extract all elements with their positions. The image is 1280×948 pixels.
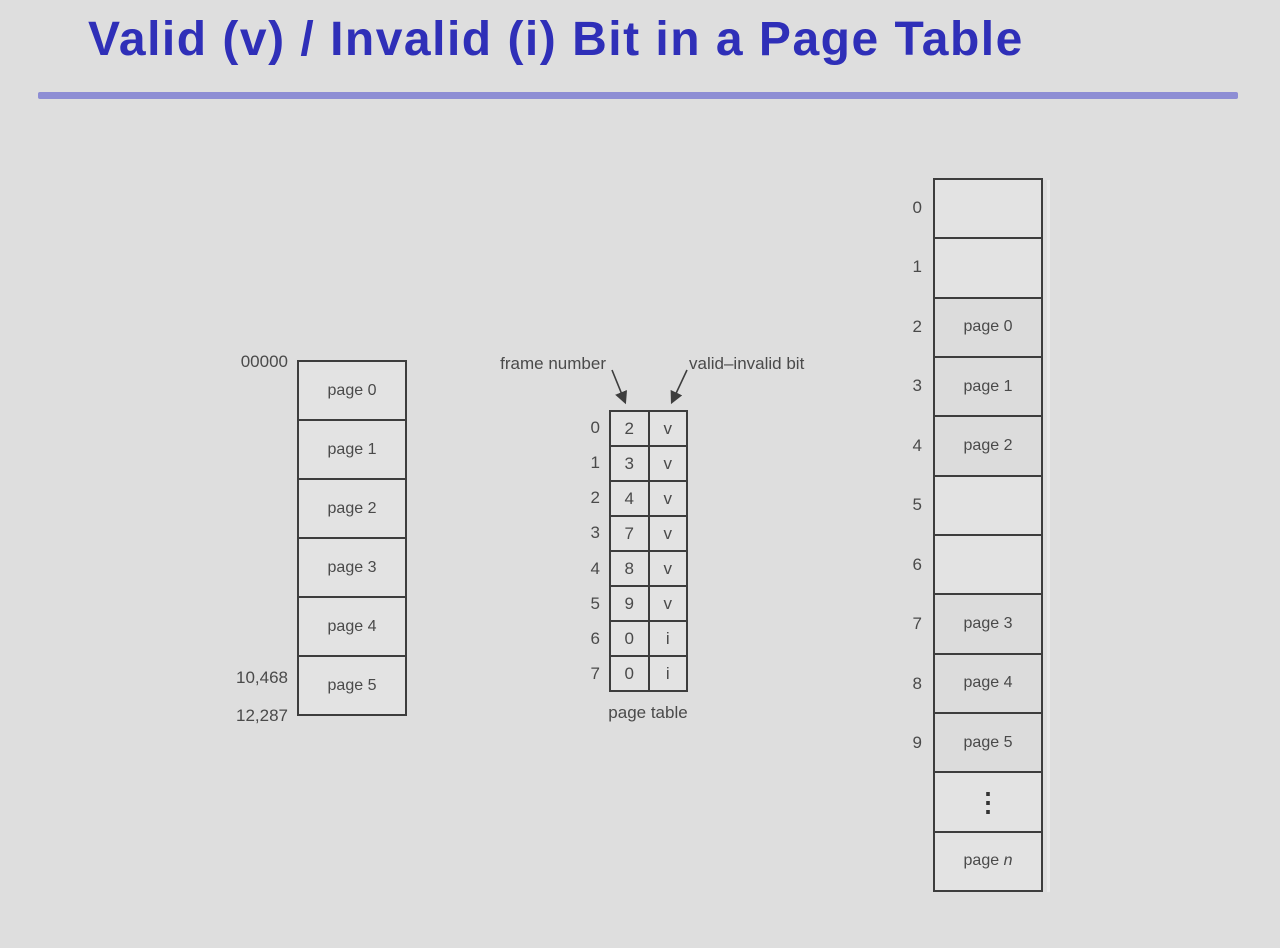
frame-content: page 1 <box>963 377 1013 395</box>
page-table-index: 4 <box>590 558 600 578</box>
page-table-row: 2 v <box>611 412 686 447</box>
page-label: page 5 <box>327 676 377 694</box>
page-label: page 1 <box>327 440 377 458</box>
page-table-row: 9 v <box>611 587 686 622</box>
frame-content: page 2 <box>963 436 1013 454</box>
page-table-index: 5 <box>590 593 600 613</box>
invalid-bit-cell: i <box>665 663 670 683</box>
valid-bit-cell: v <box>663 418 673 438</box>
physical-memory-cell: page 0 <box>935 298 1041 358</box>
page-table: 2 v 3 v 4 v 7 v 8 v 9 v 0 i 0 i <box>609 410 688 692</box>
frame-content: page 3 <box>963 614 1013 632</box>
page-label: page 0 <box>327 381 377 399</box>
frame-index: 4 <box>912 435 922 455</box>
physical-memory-cell: page 5 <box>935 713 1041 774</box>
frame-number-cell: 0 <box>611 622 650 655</box>
frame-number-label: frame number <box>500 354 606 373</box>
logical-memory-cell: page 4 <box>299 598 405 657</box>
physical-memory-ellipsis-cell: ⋮ <box>935 773 1041 833</box>
frame-index: 6 <box>912 554 922 574</box>
logical-memory-column: page 0 page 1 page 2 page 3 page 4 page … <box>297 360 407 716</box>
valid-bit-cell: v <box>663 593 673 613</box>
page-table-row: 0 i <box>611 622 686 657</box>
page-table-caption: page table <box>608 703 688 722</box>
frame-number-cell: 7 <box>611 517 650 550</box>
page-label: page 2 <box>327 499 377 517</box>
frame-index: 9 <box>912 733 922 753</box>
frame-content: page 4 <box>963 674 1013 692</box>
logical-memory-address-10468: 10,468 <box>236 668 288 687</box>
physical-memory-cell: page n <box>935 833 1041 890</box>
frame-number-cell: 8 <box>611 552 650 585</box>
logical-memory-cell: page 3 <box>299 539 405 598</box>
frame-index: 5 <box>912 495 922 515</box>
page-table-index: 2 <box>590 488 600 508</box>
frame-index: 7 <box>912 614 922 634</box>
physical-memory-cell <box>935 180 1041 240</box>
frame-index: 0 <box>912 197 922 217</box>
valid-invalid-bit-arrow <box>670 369 688 405</box>
page-table-index: 1 <box>590 452 600 472</box>
logical-memory-start-address: 00000 <box>240 352 288 371</box>
page-table-row: 0 i <box>611 657 686 690</box>
physical-memory-column: page 0 page 1 page 2 page 3 page 4 page … <box>933 178 1043 892</box>
valid-bit-cell: v <box>663 453 673 473</box>
page-n-variable: n <box>1003 852 1013 870</box>
frame-number-arrow <box>611 369 628 405</box>
vertical-ellipsis: ⋮ <box>975 786 1001 817</box>
page-table-index: 7 <box>590 664 600 684</box>
frame-number-cell: 0 <box>611 657 650 690</box>
frame-index: 1 <box>912 257 922 277</box>
invalid-bit-cell: i <box>665 628 670 648</box>
physical-memory-cell: page 3 <box>935 595 1041 655</box>
frame-content: page 0 <box>963 318 1013 336</box>
physical-memory-cell: page 4 <box>935 654 1041 714</box>
frame-content: page n <box>964 852 1013 870</box>
logical-memory-cell: page 0 <box>299 362 405 421</box>
page-table-row: 3 v <box>611 447 686 482</box>
page-n-prefix: page <box>963 852 1004 870</box>
frame-index-empty <box>886 833 924 893</box>
frame-number-cell: 2 <box>611 412 650 445</box>
frame-number-cell: 3 <box>611 447 650 480</box>
valid-bit-cell: v <box>663 488 673 508</box>
valid-bit-cell: v <box>663 523 673 543</box>
page-table-index: 0 <box>590 417 600 437</box>
physical-memory-cell <box>935 477 1041 536</box>
physical-memory-cell: page 1 <box>935 357 1041 418</box>
logical-memory-cell: page 1 <box>299 421 405 480</box>
page-label: page 3 <box>327 558 377 576</box>
logical-memory-cell: page 2 <box>299 480 405 539</box>
faint-scan-line <box>1047 180 1050 892</box>
physical-memory-indices: 0 1 2 3 4 5 6 7 8 9 <box>886 178 924 892</box>
frame-index: 2 <box>912 316 922 336</box>
logical-memory-cell: page 5 <box>299 657 405 714</box>
logical-memory-address-12287: 12,287 <box>236 706 288 725</box>
physical-memory-cell: page 2 <box>935 417 1041 477</box>
page-table-indices: 0 1 2 3 4 5 6 7 <box>572 410 600 692</box>
title-underline <box>38 92 1238 99</box>
page-table-index: 3 <box>590 523 600 543</box>
page-table-row: 4 v <box>611 482 686 517</box>
frame-number-cell: 4 <box>611 482 650 515</box>
page-label: page 4 <box>327 617 377 635</box>
page-table-index: 6 <box>590 629 600 649</box>
frame-index: 8 <box>912 673 922 693</box>
valid-bit-cell: v <box>663 558 673 578</box>
page-title: Valid (v) / Invalid (i) Bit in a Page Ta… <box>88 13 1024 66</box>
physical-memory-cell <box>935 536 1041 596</box>
valid-invalid-bit-label: valid–invalid bit <box>689 354 805 373</box>
frame-index: 3 <box>912 376 922 396</box>
page-table-row: 7 v <box>611 517 686 552</box>
frame-content: page 5 <box>963 733 1013 751</box>
physical-memory-cell <box>935 239 1041 299</box>
frame-number-cell: 9 <box>611 587 650 620</box>
page-table-row: 8 v <box>611 552 686 587</box>
frame-index-empty <box>886 773 924 833</box>
